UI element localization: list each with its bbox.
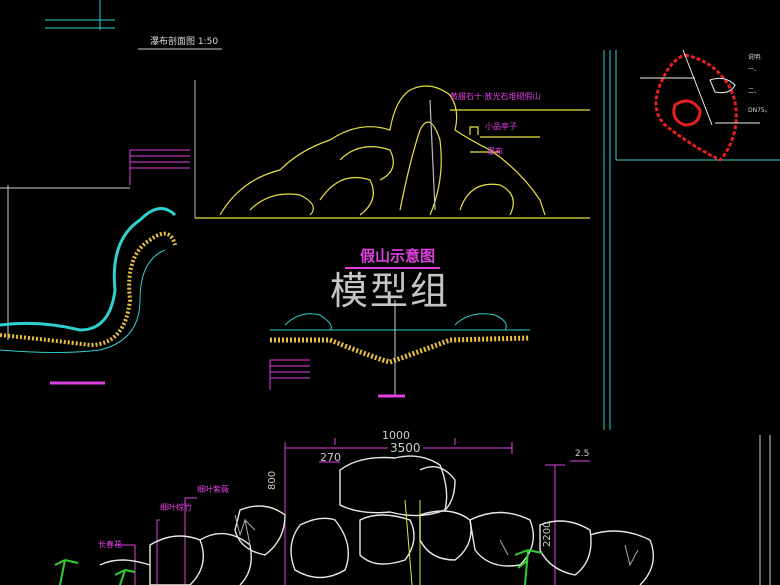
waterfall-label: 瀑布: [487, 147, 503, 156]
plan-frame: [603, 49, 780, 585]
upper-rockery-elevation: [194, 80, 590, 219]
plant-label-palm-bamboo: 细叶棕竹: [160, 503, 192, 512]
section-title: 瀑布剖面图 1:50: [150, 37, 219, 47]
bottom-rockery-elevation: [54, 438, 654, 585]
dimension-overall: 3500: [388, 441, 423, 455]
rockery-title: 假山示意图: [360, 247, 436, 265]
level-mark: 2.5: [575, 449, 590, 459]
pavilion-label: 小品亭子: [485, 122, 517, 131]
rock-material-label: 黄腊石十·放光石堆砌假山: [450, 92, 541, 101]
watermark: 模型组: [330, 269, 451, 313]
middle-pond-section: [269, 267, 531, 398]
dimension-height-right: 2200: [542, 521, 553, 547]
plan-note-line: 二、: [748, 88, 761, 95]
left-waterfall-section: [0, 149, 190, 385]
plant-label-periwinkle: 长春花: [98, 540, 122, 549]
dimension-top: 1000: [382, 429, 410, 442]
dimension-small: 270: [320, 451, 341, 464]
plan-note-title: 说明:: [748, 54, 763, 61]
plan-note-line: DN75。: [748, 107, 771, 114]
dimension-height-left: 800: [267, 470, 278, 490]
top-left-fragment: [45, 0, 115, 30]
plant-label-crape-myrtle: 细叶紫薇: [197, 485, 229, 494]
plan-note-line: 一、: [748, 66, 761, 73]
